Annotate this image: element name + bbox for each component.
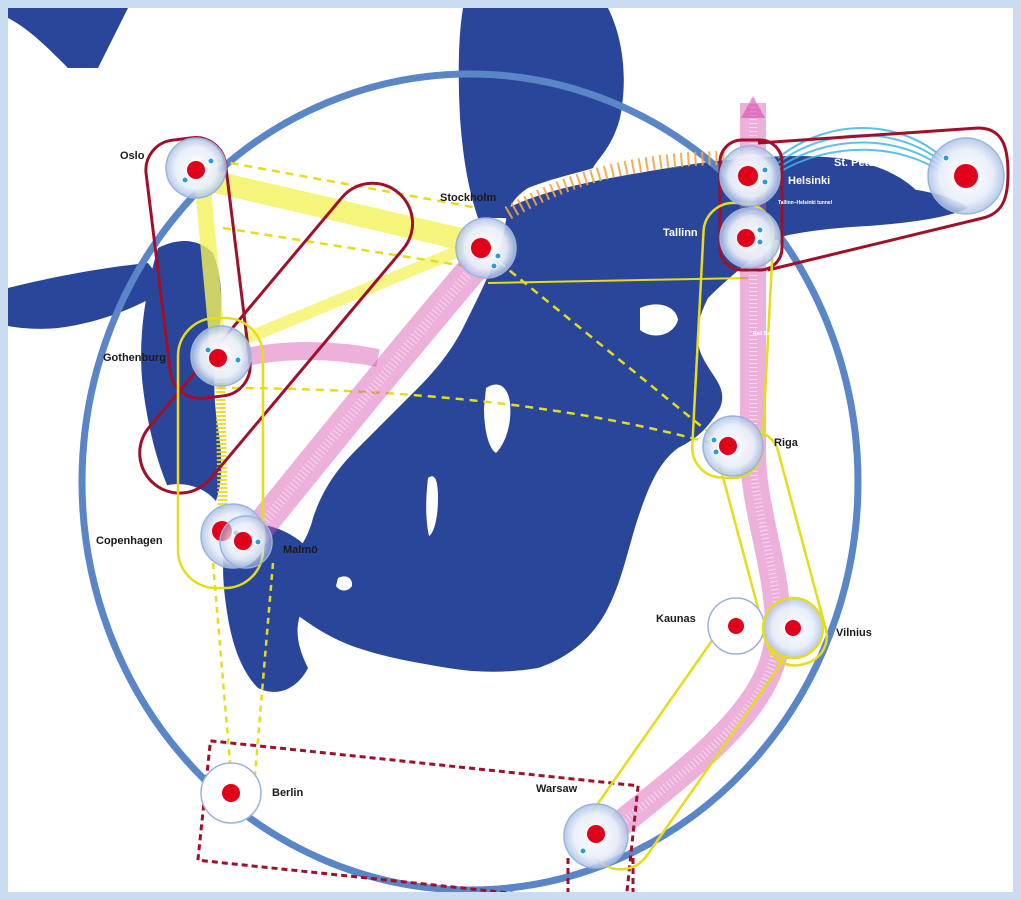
node-gothenburg[interactable] <box>190 325 252 387</box>
kattegat <box>141 241 222 514</box>
city-labels: Oslo Stockholm Gothenburg Copenhagen Mal… <box>96 150 909 799</box>
corridor-stockholm-tallinn <box>487 277 749 284</box>
node-kaunas[interactable] <box>707 597 765 655</box>
oland-island <box>426 476 438 536</box>
corridor-rail-baltica-lines <box>600 103 783 842</box>
corridor-gothenburg-copenhagen <box>215 362 228 529</box>
bornholm-island <box>336 576 353 591</box>
node-vilnius[interactable] <box>761 596 825 660</box>
baltic-region-map: Oslo Stockholm Gothenburg Copenhagen Mal… <box>8 8 1013 900</box>
outline-helsinki-stpetersburg <box>757 126 1010 272</box>
node-malmo[interactable] <box>219 515 273 569</box>
label-tunnel: Tallinn–Helsinki tunnel <box>778 200 833 206</box>
dark-red-outlines <box>138 126 1010 900</box>
label-helsinki: Helsinki <box>788 175 830 187</box>
baltic-proper <box>283 156 923 672</box>
node-tallinn[interactable] <box>719 207 781 269</box>
node-berlin[interactable] <box>200 762 262 824</box>
city-nodes <box>165 137 1005 869</box>
outline-oslo-gothenburg <box>144 136 252 400</box>
label-berlin: Berlin <box>272 787 303 799</box>
corridor-oslo-stockholm <box>195 167 481 254</box>
node-oslo[interactable] <box>165 137 227 199</box>
map-canvas: Oslo Stockholm Gothenburg Copenhagen Mal… <box>8 8 1010 900</box>
annotation-labels: Northern Rail Corridor Rail Baltica Tall… <box>680 129 833 337</box>
corridor-oslo-gothenburg <box>195 187 226 349</box>
node-warsaw[interactable] <box>563 803 629 869</box>
oslo-fjord <box>8 8 128 68</box>
sea <box>8 8 968 692</box>
route-helsinki-stpetersburg-4 <box>777 148 944 174</box>
label-rail-baltica: Rail Baltica <box>753 331 780 337</box>
label-vilnius: Vilnius <box>836 627 872 639</box>
label-tallinn: Tallinn <box>663 227 698 239</box>
label-kaunas: Kaunas <box>656 613 696 625</box>
node-st-petersburg[interactable] <box>927 137 1005 215</box>
label-malmo: Malmö <box>283 544 318 556</box>
route-helsinki-stpetersburg-3 <box>777 141 944 169</box>
label-st-petersburg: St. Petersburg <box>834 157 909 169</box>
outline-copenhagen-stockholm <box>138 181 415 495</box>
route-helsinki-stpetersburg-1 <box>777 127 944 159</box>
rail-baltica-arrowhead <box>741 96 765 118</box>
outline-gothenburg-copenhagen <box>176 316 265 590</box>
region-ring <box>78 70 862 894</box>
label-gothenburg: Gothenburg <box>103 352 166 364</box>
corridor-stockholm-riga-dashed <box>487 252 729 449</box>
label-riga: Riga <box>774 437 799 449</box>
corridor-hamburg-stockholm-dashed <box>222 226 479 270</box>
label-warsaw: Warsaw <box>536 783 578 795</box>
gulf-of-finland <box>728 185 968 245</box>
saaremaa-island <box>640 304 678 336</box>
corridor-copenhagen-stockholm <box>231 243 498 558</box>
northern-corridor <box>504 151 729 220</box>
node-helsinki[interactable] <box>719 145 781 207</box>
yellow-corridors <box>195 156 749 799</box>
node-stockholm[interactable] <box>455 217 517 279</box>
label-stockholm: Stockholm <box>440 192 496 204</box>
skagerrak <box>8 263 168 329</box>
gulf-of-bothnia <box>458 8 624 218</box>
corridor-oslo-stockholm-dashed <box>202 156 479 210</box>
node-riga[interactable] <box>702 415 764 477</box>
label-northern-rail: Northern Rail Corridor <box>680 129 733 135</box>
label-oslo: Oslo <box>120 150 145 162</box>
corridor-gothenburg-riga-dashed <box>217 386 729 450</box>
outline-warsaw-south <box>566 858 635 892</box>
label-copenhagen: Copenhagen <box>96 535 163 547</box>
